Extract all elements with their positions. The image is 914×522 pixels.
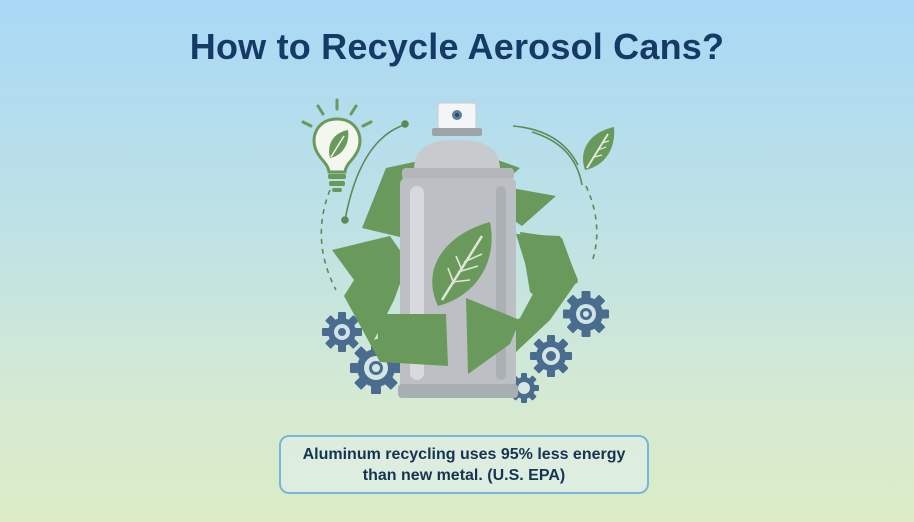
swirl-lines [341, 120, 583, 224]
info-text: Aluminum recycling uses 95% less energy … [302, 445, 626, 484]
recycling-illustration [301, 98, 615, 403]
info-callout: Aluminum recycling uses 95% less energy … [279, 435, 649, 494]
dashed-swirl-lines [320, 185, 598, 291]
leaf-icon [583, 127, 615, 170]
recycle-arrows-front [376, 232, 578, 374]
page-title: How to Recycle Aerosol Cans? [189, 26, 725, 67]
lightbulb-leaf-icon [301, 98, 373, 192]
